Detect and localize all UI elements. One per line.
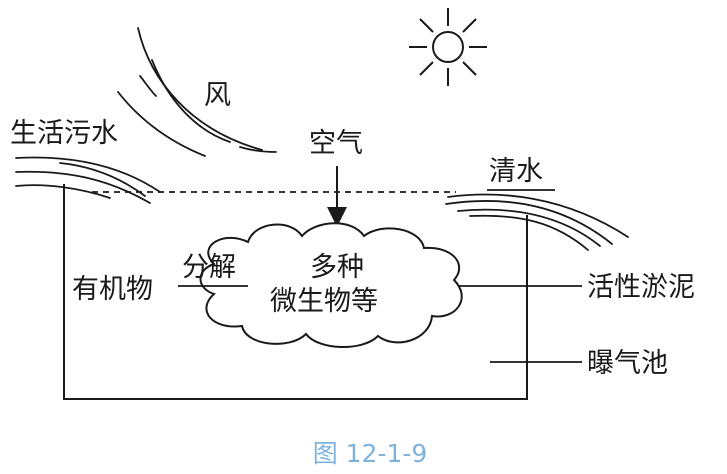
sewage-label: 生活污水 xyxy=(10,118,118,149)
sun-icon xyxy=(409,8,487,86)
aeration-tank-label: 曝气池 xyxy=(587,348,668,379)
air-label: 空气 xyxy=(309,128,363,159)
clean-water-outflow-lines xyxy=(445,193,629,251)
clean-water-label: 清水 xyxy=(489,156,543,187)
microbe-cloud xyxy=(199,222,463,348)
decompose-label: 分解 xyxy=(182,252,236,283)
sewage-inflow-lines xyxy=(15,156,161,204)
figure-caption: 图 12-1-9 xyxy=(313,439,428,468)
microbes-label-line2: 微生物等 xyxy=(270,286,378,317)
activated-sludge-label: 活性淤泥 xyxy=(587,272,695,303)
wind-lines xyxy=(117,27,277,157)
wind-label: 风 xyxy=(204,80,231,111)
organic-matter-label: 有机物 xyxy=(72,274,153,305)
microbes-label-line1: 多种 xyxy=(310,252,364,283)
tank-walls xyxy=(63,184,528,400)
